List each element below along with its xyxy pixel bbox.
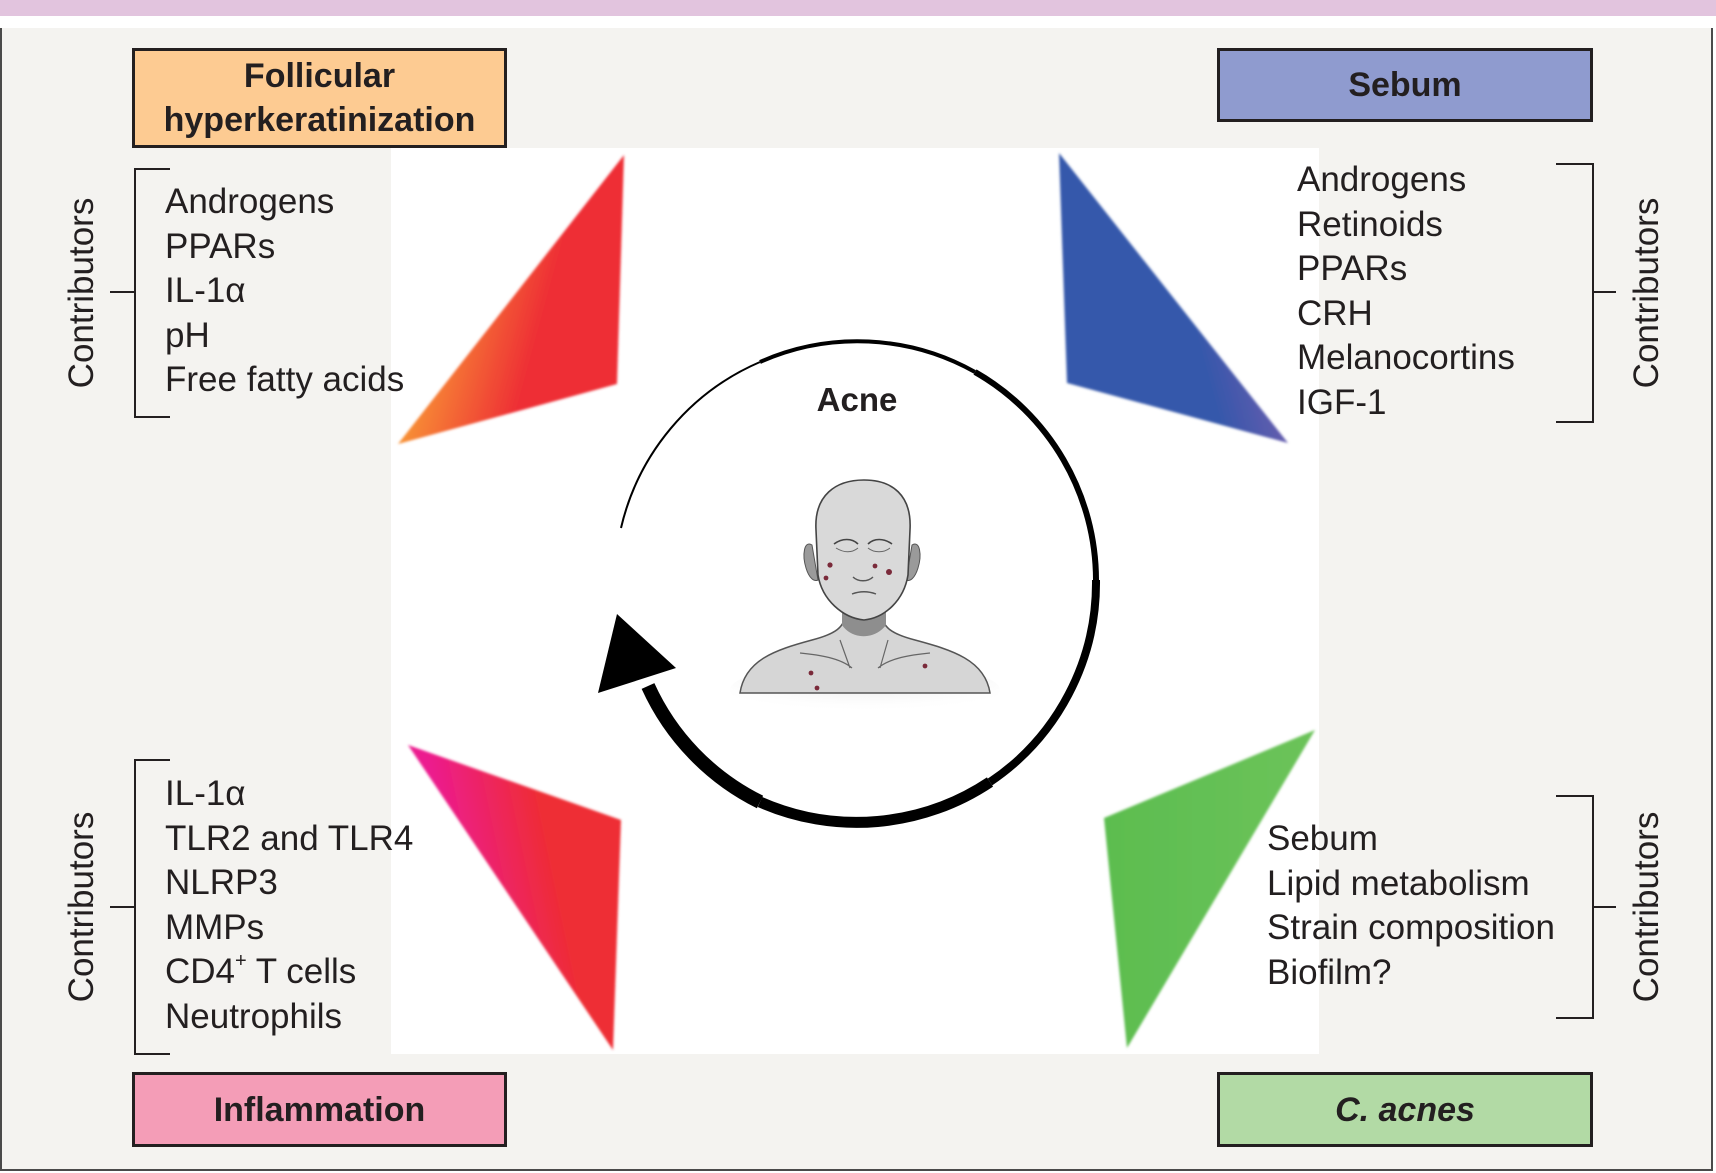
inflammation-triangle (408, 745, 621, 1050)
person-with-acne-icon (730, 479, 1000, 718)
bracket-tick (110, 291, 134, 293)
sebum-triangle (1059, 153, 1288, 443)
contributor-item: IGF-1 (1297, 382, 1387, 422)
contributor-item-suffix: T cells (246, 952, 357, 992)
box-title-line: hyperkeratinization (163, 101, 476, 139)
bracket-tick (1592, 906, 1616, 908)
contributors-bracket (1556, 795, 1594, 1019)
contributor-item: Androgens (165, 182, 335, 221)
center-label: Acne (816, 381, 898, 418)
contributor-item: Androgens (1297, 160, 1467, 199)
contributor-item: IL-1α (165, 271, 246, 311)
inflammation-box: Inflammation (132, 1072, 507, 1147)
inflammation-contributors-list: IL-1α TLR2 and TLR4 NLRP3 MMPs CD4+ T ce… (165, 772, 413, 1040)
box-title-line: Inflammation (213, 1090, 426, 1129)
c-acnes-box: C. acnes (1217, 1072, 1593, 1147)
box-title-line: C. acnes (1335, 1090, 1475, 1129)
contributor-item: CRH (1297, 293, 1373, 333)
contributor-item: CD4+ T cells (165, 950, 413, 995)
follicular-hyperkeratinization-box: Follicular hyperkeratinization (132, 48, 507, 148)
follicular-triangle (398, 155, 624, 444)
box-title-line: Follicular (243, 57, 396, 95)
contributor-item: PPARs (1297, 249, 1408, 289)
contributors-label: Contributors (1627, 811, 1666, 1003)
contributor-item: NLRP3 (165, 863, 278, 903)
sebum-box: Sebum (1217, 48, 1593, 122)
contributor-item: pH (165, 315, 210, 355)
contributor-superscript: + (235, 950, 247, 973)
box-title-line: Sebum (1348, 66, 1462, 104)
bracket-tick (110, 906, 134, 908)
c-acnes-triangle (1104, 730, 1315, 1048)
contributors-bracket (134, 759, 170, 1055)
sebum-contributors-list: Androgens Retinoids PPARs CRH Melanocort… (1297, 158, 1515, 426)
contributor-item: Biofilm? (1267, 952, 1392, 992)
contributor-item: Sebum (1267, 819, 1378, 858)
contributor-item: Retinoids (1297, 204, 1443, 244)
contributor-item: Melanocortins (1297, 338, 1515, 378)
contributor-item: IL-1α (165, 774, 246, 813)
contributor-item: Strain composition (1267, 908, 1555, 948)
bracket-tick (1592, 291, 1616, 293)
follicular-contributors-list: Androgens PPARs IL-1α pH Free fatty acid… (165, 180, 404, 403)
contributors-bracket (1556, 163, 1594, 423)
top-banner (0, 0, 1716, 16)
contributors-bracket (134, 168, 170, 418)
contributor-item: Lipid metabolism (1267, 863, 1530, 903)
cycle-arrow-icon (598, 339, 1101, 828)
contributors-label: Contributors (62, 811, 101, 1003)
c-acnes-contributors-list: Sebum Lipid metabolism Strain compositio… (1267, 817, 1555, 995)
contributors-label: Contributors (1627, 197, 1666, 389)
contributor-item: TLR2 and TLR4 (165, 818, 414, 858)
contributor-item: Free fatty acids (165, 360, 405, 400)
contributor-item: PPARs (165, 226, 276, 266)
contributor-item: Neutrophils (165, 996, 343, 1036)
contributors-label: Contributors (62, 197, 101, 389)
contributor-item: MMPs (165, 907, 265, 947)
contributor-item-text: CD4 (165, 952, 236, 992)
